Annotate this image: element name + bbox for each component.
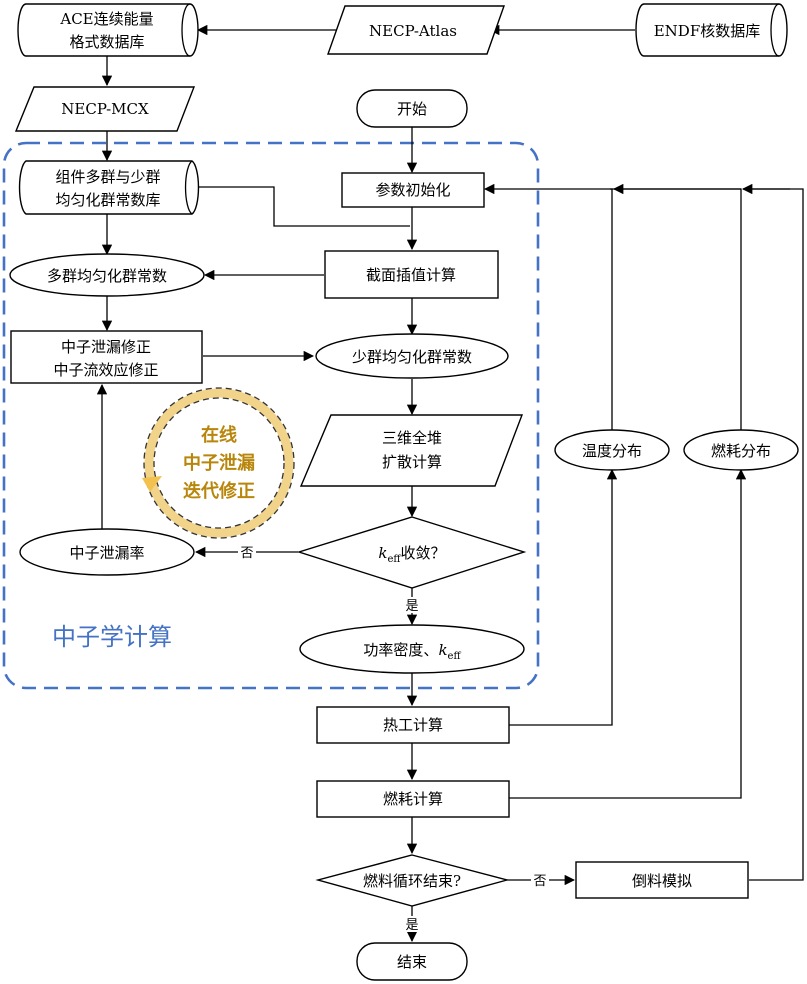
online-iteration-ring: 在线 中子泄漏 迭代修正 — [142, 387, 295, 539]
leakage-rate-node: 中子泄漏率 — [19, 528, 195, 576]
keff-suffix: 收敛？ — [401, 544, 446, 562]
start-label: 开始 — [397, 100, 427, 118]
edge-refuel-to-init — [743, 188, 804, 881]
power-keff-k: k — [438, 641, 447, 659]
thermal-label: 热工计算 — [383, 716, 443, 734]
leakage-corr-line1: 中子泄漏修正 — [61, 338, 151, 356]
online-iter-line3: 迭代修正 — [183, 480, 255, 502]
edge-label-no2: 否 — [533, 874, 546, 889]
online-iter-line1: 在线 — [201, 424, 237, 446]
edge-yes2-bg — [403, 916, 421, 932]
group-constant-library-node: 组件多群与少群 均匀化群常数库 — [18, 160, 200, 215]
group-db-line1: 组件多群与少群 — [55, 168, 160, 186]
edge-burnupdist-to-init — [610, 188, 742, 430]
ace-db-line2: 格式数据库 — [69, 33, 144, 51]
power-keff-prefix: 功率密度、 — [363, 641, 438, 659]
leakage-rate-label: 中子泄漏率 — [69, 544, 144, 562]
endf-db-label: ENDF核数据库 — [654, 22, 761, 40]
edge-no1-bg — [238, 544, 256, 560]
multi-group-constants-node: 多群均匀化群常数 — [9, 253, 205, 297]
diffusion-line1: 三维全堆 — [382, 429, 442, 447]
start-node: 开始 — [356, 89, 468, 128]
keff-k: k — [378, 544, 387, 562]
keff-convergence-decision: keff收敛？ — [296, 516, 527, 589]
ace-db-line1: ACE连续能量 — [59, 10, 153, 28]
param-init-node: 参数初始化 — [341, 172, 485, 208]
neutronics-region — [2, 141, 540, 690]
edge-no2-bg — [531, 872, 549, 888]
diffusion-line2: 扩散计算 — [382, 453, 442, 471]
power-keff-node: 功率密度、keff — [299, 624, 525, 674]
group-db-line2: 均匀化群常数库 — [55, 191, 160, 209]
end-label: 结束 — [397, 953, 427, 971]
edge-yes1-bg — [403, 597, 421, 613]
cycle-end-label: 燃料循环结束? — [363, 872, 461, 890]
necp-mcx-label: NECP-MCX — [61, 100, 149, 118]
burnup-distribution-node: 燃耗分布 — [683, 429, 799, 471]
leakage-corr-line2: 中子流效应修正 — [53, 361, 158, 379]
few-group-constants-node: 少群均匀化群常数 — [315, 333, 509, 379]
ace-database-node: ACE连续能量 格式数据库 — [17, 3, 199, 57]
multi-group-label: 多群均匀化群常数 — [47, 267, 167, 285]
edge-label-yes1: 是 — [405, 599, 418, 614]
necp-atlas-label: NECP-Atlas — [369, 22, 457, 40]
edge-temp-to-init — [483, 183, 613, 430]
burnup-dist-label: 燃耗分布 — [711, 442, 771, 460]
edge-groupdb-to-xs-joint — [198, 186, 410, 227]
necp-atlas-node: NECP-Atlas — [327, 5, 505, 55]
edge-thermal-to-temp — [509, 468, 618, 726]
param-init-label: 参数初始化 — [375, 181, 450, 199]
thermal-calc-node: 热工计算 — [316, 706, 510, 744]
edge-label-yes2: 是 — [405, 918, 418, 933]
burnup-calc-node: 燃耗计算 — [316, 780, 510, 818]
refuel-simulation-node: 倒料模拟 — [575, 861, 749, 899]
power-keff-sub: eff — [448, 651, 462, 662]
refuel-label: 倒料模拟 — [632, 872, 692, 890]
end-node: 结束 — [356, 942, 468, 981]
temperature-distribution-node: 温度分布 — [554, 429, 670, 471]
diffusion-node: 三维全堆 扩散计算 — [299, 414, 524, 487]
leakage-correction-node: 中子泄漏修正 中子流效应修正 — [10, 330, 203, 384]
keff-converge-text: keff收敛？ — [378, 544, 445, 565]
temp-dist-label: 温度分布 — [582, 442, 642, 460]
cycle-end-decision: 燃料循环结束? — [315, 854, 510, 907]
power-keff-text: 功率密度、keff — [363, 641, 461, 662]
neutronics-region-label: 中子学计算 — [52, 623, 172, 651]
burnup-calc-label: 燃耗计算 — [383, 790, 443, 808]
online-ring-arrow-icon — [142, 476, 162, 492]
edge-label-no1: 否 — [240, 546, 253, 561]
endf-database-node: ENDF核数据库 — [635, 3, 788, 57]
edge-burnup-to-burnupdist — [509, 468, 747, 799]
few-group-label: 少群均匀化群常数 — [352, 348, 472, 366]
keff-sub: eff — [388, 554, 402, 565]
xs-interpolation-node: 截面插值计算 — [324, 250, 499, 299]
online-iter-line2: 中子泄漏 — [183, 452, 255, 474]
xs-interp-label: 截面插值计算 — [366, 266, 456, 284]
necp-mcx-node: NECP-MCX — [14, 86, 196, 132]
